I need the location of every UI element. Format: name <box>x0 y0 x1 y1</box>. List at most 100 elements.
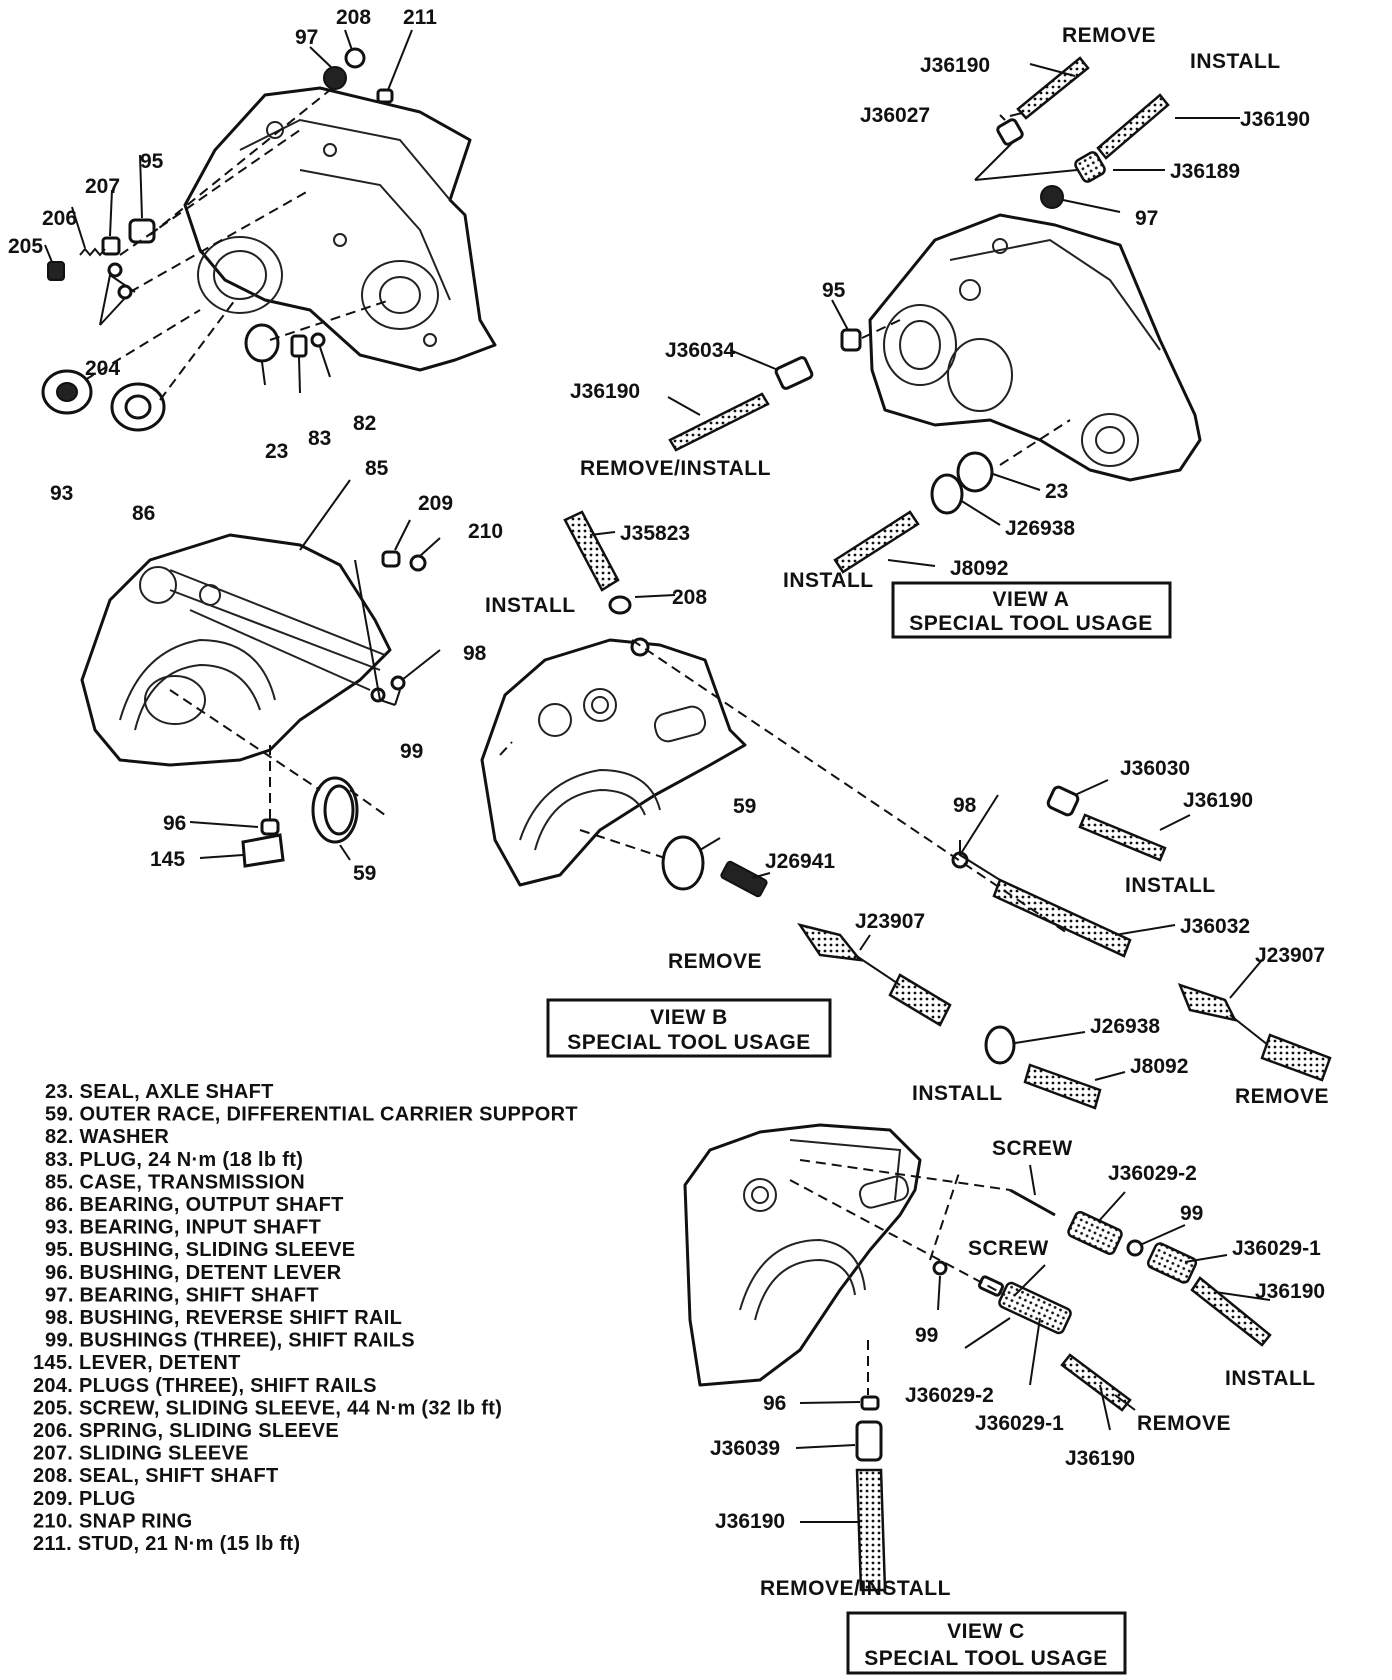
callout-98-view-b: 98 <box>953 794 977 817</box>
tool-j8092: J8092 <box>950 557 1008 580</box>
callout-95: 95 <box>140 150 164 173</box>
tool-j36039: J36039 <box>710 1437 780 1460</box>
view-c-title: VIEW C <box>947 1620 1025 1643</box>
legend-item: 145. LEVER, DETENT <box>33 1352 241 1374</box>
tool-j36027: J36027 <box>860 104 930 127</box>
callout-99-view-c: 99 <box>1180 1202 1203 1225</box>
callout-209: 209 <box>418 492 453 515</box>
view-a-case <box>868 213 1202 482</box>
callout-207: 207 <box>85 175 120 198</box>
label-screw: SCREW <box>992 1137 1073 1160</box>
legend-item: 204. PLUGS (THREE), SHIFT RAILS <box>33 1375 377 1397</box>
callout-205: 205 <box>8 235 43 258</box>
action-labels: REMOVE INSTALL REMOVE/INSTALL INSTALL IN… <box>485 24 1329 1600</box>
tool-j36190: J36190 <box>920 54 990 77</box>
tool-j36190: J36190 <box>1240 108 1310 131</box>
tool-labels: J36190 J36190 J36027 J36189 J36034 J3619… <box>570 54 1325 1533</box>
callout-145: 145 <box>150 848 185 871</box>
callout-86: 86 <box>132 502 155 525</box>
view-b-tools <box>563 510 1332 1110</box>
view-a-title: VIEW A <box>993 588 1070 611</box>
tool-j26941: J26941 <box>765 850 835 873</box>
legend-item: 86. BEARING, OUTPUT SHAFT <box>45 1194 344 1216</box>
top-left-leader-lines <box>44 29 413 401</box>
tool-j36190: J36190 <box>1255 1280 1325 1303</box>
label-install: INSTALL <box>1225 1367 1316 1390</box>
callout-23-view-a: 23 <box>1045 480 1068 503</box>
legend-item: 211. STUD, 21 N·m (15 lb ft) <box>33 1533 300 1555</box>
callout-211: 211 <box>403 6 437 29</box>
tool-j36030: J36030 <box>1120 757 1190 780</box>
legend-item: 210. SNAP RING <box>33 1510 192 1532</box>
tool-j36029-2: J36029-2 <box>905 1384 994 1407</box>
tool-j36190: J36190 <box>715 1510 785 1533</box>
legend-item: 99. BUSHINGS (THREE), SHIFT RAILS <box>45 1330 415 1352</box>
legend-item: 209. PLUG <box>33 1488 136 1510</box>
legend-item: 59. OUTER RACE, DIFFERENTIAL CARRIER SUP… <box>45 1104 578 1126</box>
callout-208: 208 <box>336 6 371 29</box>
tool-j8092: J8092 <box>1130 1055 1188 1078</box>
view-a-subtitle: SPECIAL TOOL USAGE <box>909 612 1153 635</box>
transmission-case-middle-left <box>80 533 427 868</box>
label-install: INSTALL <box>783 569 874 592</box>
label-remove: REMOVE <box>1137 1412 1231 1435</box>
callout-23: 23 <box>265 440 288 463</box>
label-screw: SCREW <box>968 1237 1049 1260</box>
callout-93: 93 <box>50 482 73 505</box>
callout-96: 96 <box>163 812 186 835</box>
callout-206: 206 <box>42 207 77 230</box>
label-install: INSTALL <box>1190 50 1281 73</box>
callout-204: 204 <box>85 357 120 380</box>
callout-97-view-a: 97 <box>1135 207 1158 230</box>
label-remove: REMOVE <box>1062 24 1156 47</box>
label-install: INSTALL <box>485 594 576 617</box>
legend-item: 82. WASHER <box>45 1126 169 1148</box>
callout-210: 210 <box>468 520 503 543</box>
tool-j36032: J36032 <box>1180 915 1250 938</box>
top-left-small-parts <box>41 47 394 432</box>
view-b-subtitle: SPECIAL TOOL USAGE <box>567 1031 811 1054</box>
view-c-case <box>683 1123 922 1387</box>
legend-item: 93. BEARING, INPUT SHAFT <box>45 1217 321 1239</box>
legend-item: 98. BUSHING, REVERSE SHIFT RAIL <box>45 1307 402 1329</box>
tool-j23907: J23907 <box>1255 944 1325 967</box>
tool-j23907: J23907 <box>855 910 925 933</box>
callout-96-view-c: 96 <box>763 1392 786 1415</box>
view-c-tools <box>855 1188 1272 1592</box>
legend-item: 96. BUSHING, DETENT LEVER <box>45 1262 342 1284</box>
view-c-label-box <box>846 1611 1127 1675</box>
tool-j26938: J26938 <box>1005 517 1075 540</box>
tool-j35823: J35823 <box>620 522 690 545</box>
legend-item: 205. SCREW, SLIDING SLEEVE, 44 N·m (32 l… <box>33 1397 502 1419</box>
view-b-title: VIEW B <box>650 1006 728 1029</box>
transmission-case-top-left <box>183 86 497 372</box>
legend-item: 206. SPRING, SLIDING SLEEVE <box>33 1420 339 1442</box>
legend-item: 95. BUSHING, SLIDING SLEEVE <box>45 1239 355 1261</box>
view-b-case <box>480 637 747 887</box>
view-c-leader-lines <box>789 1159 1271 1523</box>
label-remove: REMOVE <box>668 950 762 973</box>
tool-j26938: J26938 <box>1090 1015 1160 1038</box>
label-remove-install: REMOVE/INSTALL <box>580 457 771 480</box>
tool-j36029-2: J36029-2 <box>1108 1162 1197 1185</box>
label-install: INSTALL <box>912 1082 1003 1105</box>
label-remove-install: REMOVE/INSTALL <box>760 1577 951 1600</box>
callout-98: 98 <box>463 642 487 665</box>
callout-95-view-a: 95 <box>822 279 846 302</box>
legend-item: 23. SEAL, AXLE SHAFT <box>45 1081 274 1103</box>
view-b-label-box <box>546 998 832 1058</box>
view-a-label-box <box>891 581 1172 639</box>
tool-j36190: J36190 <box>570 380 640 403</box>
legend-item: 208. SEAL, SHIFT SHAFT <box>33 1465 279 1487</box>
callout-83: 83 <box>308 427 331 450</box>
callout-85: 85 <box>365 457 389 480</box>
view-b-leader-lines <box>499 531 1263 1081</box>
callout-82: 82 <box>353 412 376 435</box>
tool-j36189: J36189 <box>1170 160 1240 183</box>
callout-99-view-c-left: 99 <box>915 1324 938 1347</box>
callout-99: 99 <box>400 740 423 763</box>
label-remove: REMOVE <box>1235 1085 1329 1108</box>
legend-item: 207. SLIDING SLEEVE <box>33 1443 249 1465</box>
label-install: INSTALL <box>1125 874 1216 897</box>
tool-j36190: J36190 <box>1183 789 1253 812</box>
